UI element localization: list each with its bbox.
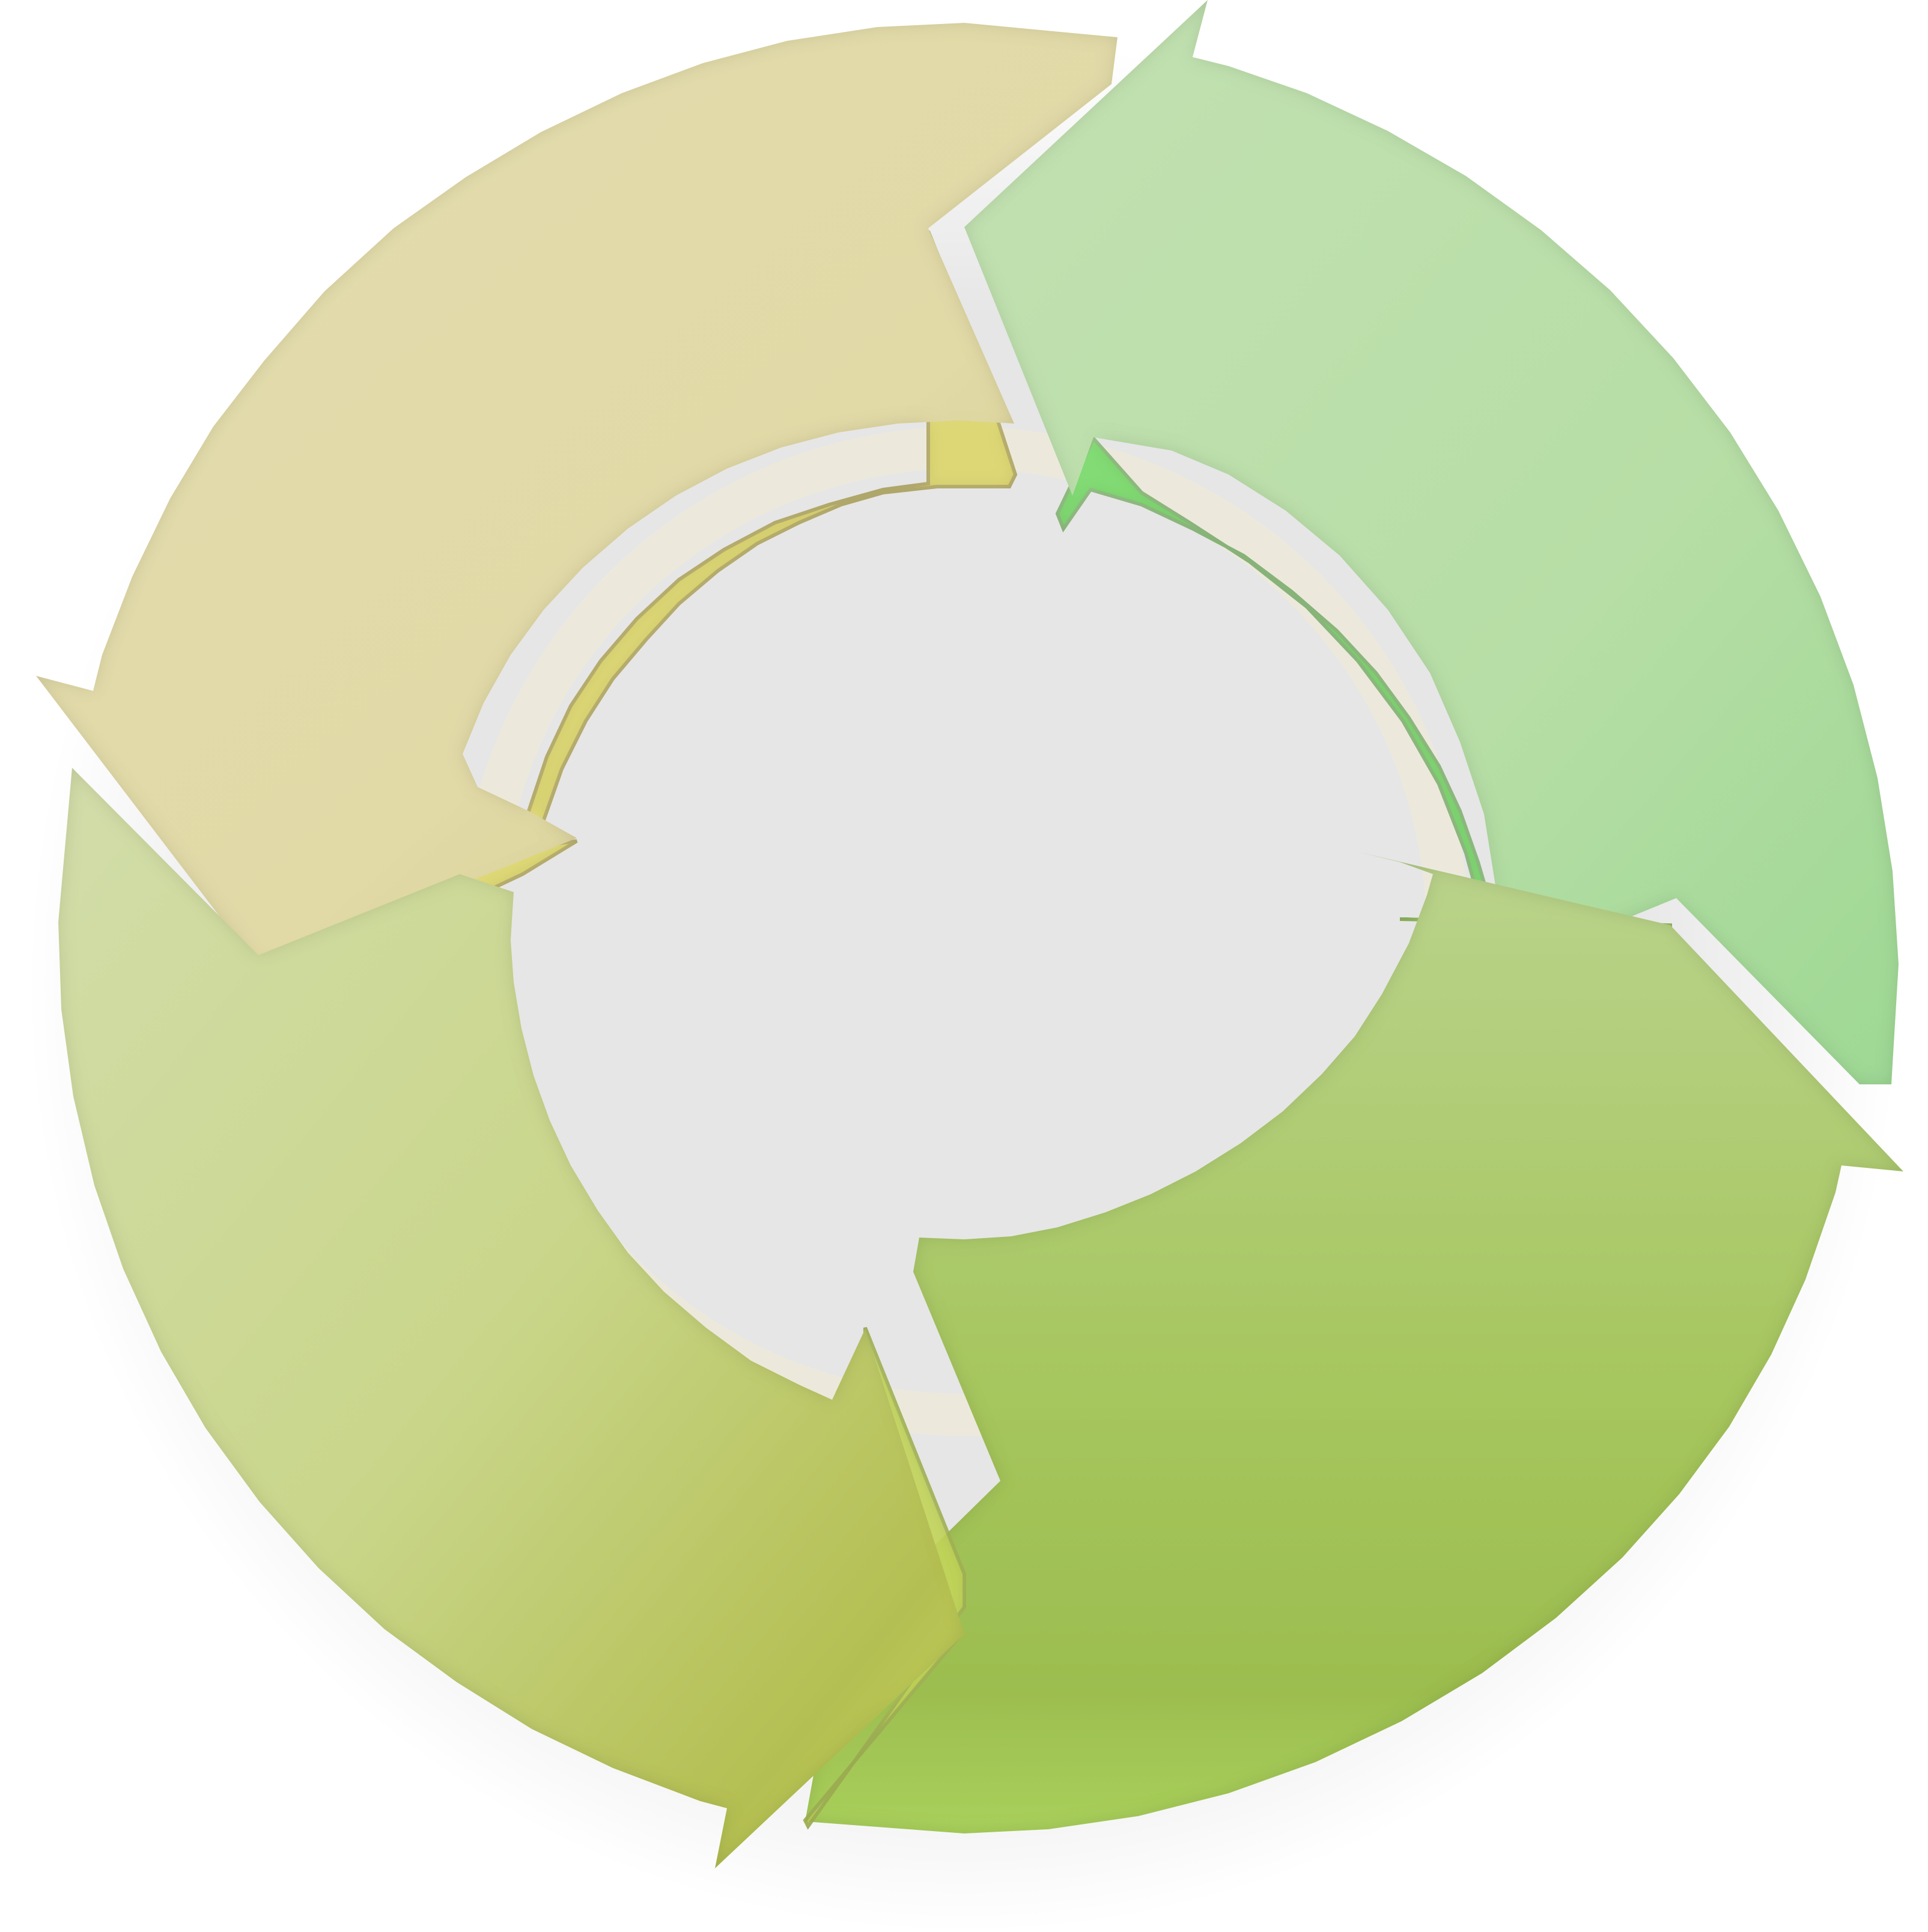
cycle-segment-bottom-right <box>805 852 1903 1833</box>
cycle-segment-bottom-left <box>58 768 966 1868</box>
cycle-segment-top-left <box>36 23 1118 988</box>
segment-bottom-right-face <box>805 852 1903 1833</box>
segment-top-left-face <box>36 23 1118 967</box>
segment-bottom-left-face <box>58 768 964 1868</box>
segment-top-right-face <box>964 0 1899 1084</box>
